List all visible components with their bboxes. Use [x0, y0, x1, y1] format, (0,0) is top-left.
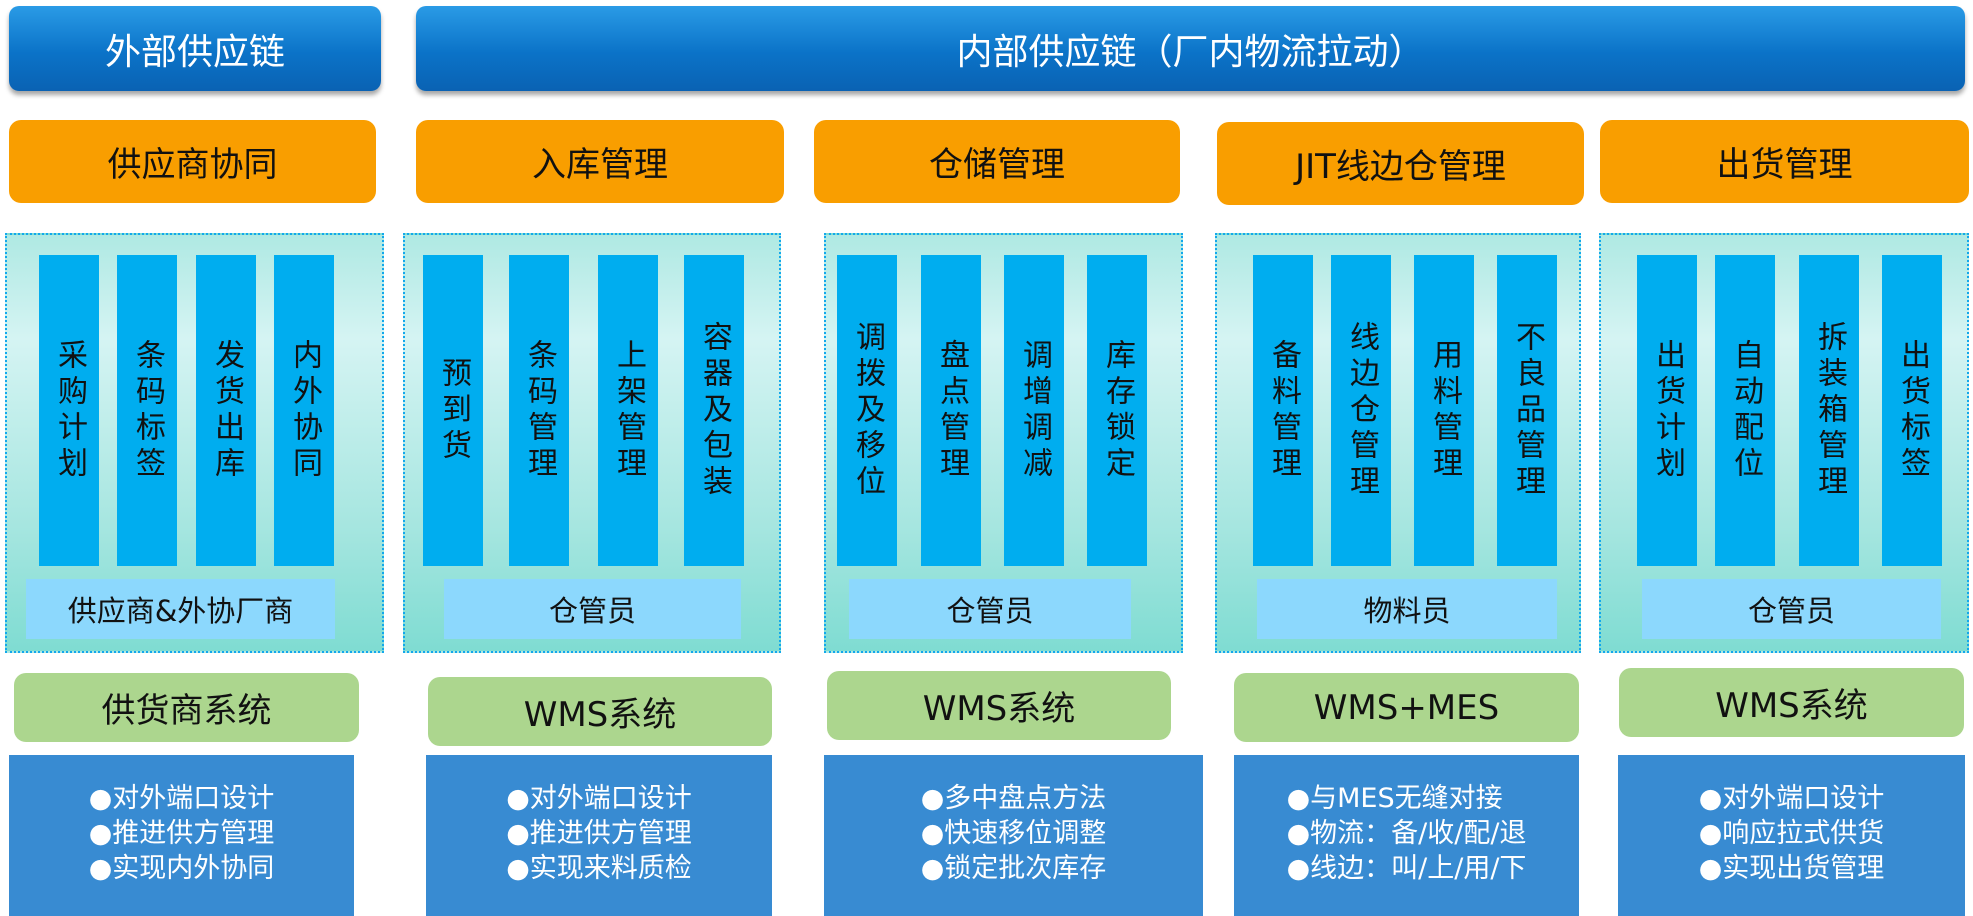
- function-column: 调增调减: [1004, 255, 1064, 566]
- function-label: 发货出库: [209, 338, 244, 483]
- feature-item: 推进供方管理: [506, 816, 692, 851]
- function-column: 盘点管理: [921, 255, 981, 566]
- function-label: 采购计划: [52, 338, 87, 483]
- feature-item: 对外端口设计: [506, 781, 692, 816]
- function-column: 调拨及移位: [837, 255, 897, 566]
- function-label: 条码管理: [522, 338, 557, 483]
- module-title: 仓储管理: [814, 120, 1180, 203]
- external-supply-chain-header: 外部供应链: [9, 6, 381, 91]
- function-label: 库存锁定: [1100, 338, 1135, 483]
- function-label: 线边仓管理: [1344, 320, 1379, 501]
- function-column: 发货出库: [196, 255, 256, 566]
- system-label: WMS系统: [827, 671, 1171, 740]
- function-column: 出货计划: [1637, 255, 1697, 566]
- feature-list: 与MES无缝对接物流：备/收/配/退线边：叫/上/用/下: [1287, 781, 1527, 916]
- feature-item: 对外端口设计: [89, 781, 274, 816]
- feature-item: 对外端口设计: [1699, 781, 1884, 816]
- function-column: 出货标签: [1882, 255, 1942, 566]
- function-label: 调增调减: [1017, 338, 1052, 483]
- role-label: 仓管员: [444, 579, 741, 639]
- function-column: 内外协同: [274, 255, 334, 566]
- function-label: 出货计划: [1650, 338, 1685, 483]
- feature-box: 多中盘点方法快速移位调整锁定批次库存: [824, 755, 1203, 916]
- function-column: 条码管理: [509, 255, 569, 566]
- module-title: 出货管理: [1600, 120, 1969, 203]
- feature-list: 对外端口设计响应拉式供货实现出货管理: [1699, 781, 1884, 916]
- function-label: 条码标签: [130, 338, 165, 483]
- function-label: 不良品管理: [1510, 320, 1545, 501]
- function-column: 拆装箱管理: [1799, 255, 1859, 566]
- function-column: 备料管理: [1253, 255, 1313, 566]
- feature-item: 推进供方管理: [89, 816, 274, 851]
- module-title: 入库管理: [416, 120, 784, 203]
- role-label: 物料员: [1257, 579, 1557, 639]
- feature-item: 锁定批次库存: [921, 851, 1106, 886]
- function-label: 用料管理: [1427, 338, 1462, 483]
- role-label: 供应商&外协厂商: [26, 579, 335, 639]
- feature-box: 对外端口设计响应拉式供货实现出货管理: [1618, 755, 1965, 916]
- feature-item: 实现出货管理: [1699, 851, 1884, 886]
- feature-item: 实现来料质检: [506, 851, 692, 886]
- function-label: 拆装箱管理: [1812, 320, 1847, 501]
- feature-item: 线边：叫/上/用/下: [1287, 851, 1526, 886]
- function-label: 内外协同: [287, 338, 322, 483]
- feature-item: 响应拉式供货: [1699, 816, 1884, 851]
- function-column: 条码标签: [117, 255, 177, 566]
- function-label: 备料管理: [1266, 338, 1301, 483]
- function-label: 出货标签: [1895, 338, 1930, 483]
- function-column: 采购计划: [39, 255, 99, 566]
- function-column: 自动配位: [1715, 255, 1775, 566]
- function-label: 自动配位: [1728, 338, 1763, 483]
- function-column: 用料管理: [1414, 255, 1474, 566]
- feature-item: 多中盘点方法: [921, 781, 1106, 816]
- function-label: 盘点管理: [934, 338, 969, 483]
- feature-box: 与MES无缝对接物流：备/收/配/退线边：叫/上/用/下: [1234, 755, 1579, 916]
- feature-item: 物流：备/收/配/退: [1287, 816, 1526, 851]
- function-column: 预到货: [423, 255, 483, 566]
- role-label: 仓管员: [1642, 579, 1941, 639]
- system-label: WMS+MES: [1234, 673, 1579, 742]
- feature-item: 快速移位调整: [921, 816, 1106, 851]
- feature-box: 对外端口设计推进供方管理实现内外协同: [9, 755, 354, 916]
- module-title: JIT线边仓管理: [1217, 122, 1584, 205]
- feature-list: 多中盘点方法快速移位调整锁定批次库存: [921, 781, 1106, 916]
- function-column: 上架管理: [598, 255, 658, 566]
- feature-box: 对外端口设计推进供方管理实现来料质检: [426, 755, 772, 916]
- function-column: 容器及包装: [684, 255, 744, 566]
- system-label: WMS系统: [1619, 668, 1964, 737]
- system-label: WMS系统: [428, 677, 772, 746]
- function-label: 上架管理: [611, 338, 646, 483]
- function-label: 容器及包装: [697, 320, 732, 501]
- function-column: 库存锁定: [1087, 255, 1147, 566]
- feature-item: 与MES无缝对接: [1287, 781, 1527, 816]
- function-column: 不良品管理: [1497, 255, 1557, 566]
- role-label: 仓管员: [849, 579, 1131, 639]
- function-column: 线边仓管理: [1331, 255, 1391, 566]
- internal-supply-chain-header: 内部供应链（厂内物流拉动）: [416, 6, 1965, 91]
- function-label: 预到货: [436, 356, 471, 465]
- feature-list: 对外端口设计推进供方管理实现来料质检: [506, 781, 692, 916]
- feature-item: 实现内外协同: [89, 851, 274, 886]
- function-label: 调拨及移位: [850, 320, 885, 501]
- module-title: 供应商协同: [9, 120, 376, 203]
- feature-list: 对外端口设计推进供方管理实现内外协同: [89, 781, 274, 916]
- system-label: 供货商系统: [14, 673, 359, 742]
